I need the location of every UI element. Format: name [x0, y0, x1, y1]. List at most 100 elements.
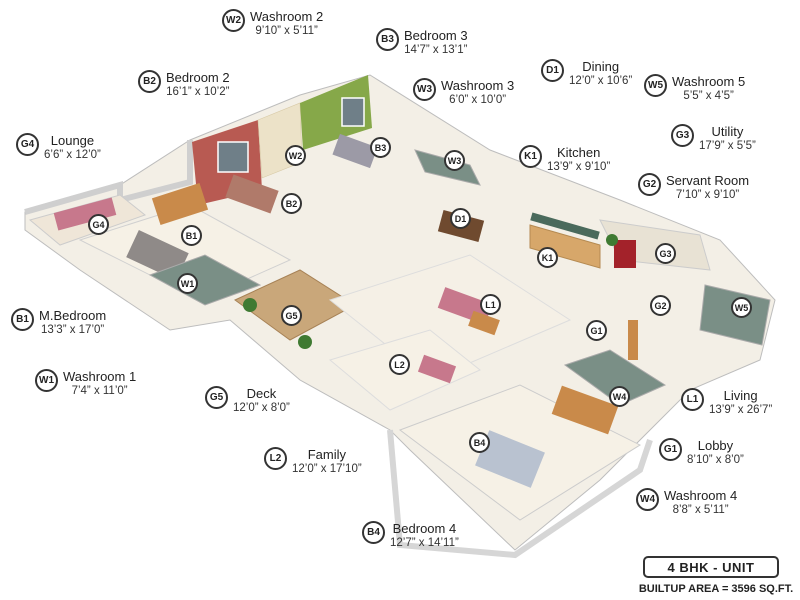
- plant-family: [298, 335, 312, 349]
- plan-badge-w4: W4: [609, 386, 630, 407]
- plan-badge-b4: B4: [469, 432, 490, 453]
- room-dimensions: 12’0” x 10’6”: [569, 75, 633, 87]
- plan-badge-w5: W5: [731, 297, 752, 318]
- legend-badge: D1: [541, 59, 564, 82]
- bedroom2-bed: [225, 174, 279, 214]
- room-dimensions: 13’3” x 17’0”: [40, 324, 105, 336]
- legend-badge: W2: [222, 9, 245, 32]
- plan-badge-l2: L2: [389, 354, 410, 375]
- fridge: [614, 240, 636, 268]
- legend-badge: G2: [638, 173, 661, 196]
- legend-badge: W1: [35, 369, 58, 392]
- legend-badge: G4: [16, 133, 39, 156]
- room-dimensions: 17’9” x 5’5”: [699, 140, 756, 152]
- room-name: Living: [723, 388, 758, 403]
- room-dimensions: 6’6” x 12’0”: [44, 149, 101, 161]
- plan-badge-w1: W1: [177, 273, 198, 294]
- washroom4-floor: [563, 349, 667, 406]
- plan-badge-g3: G3: [655, 243, 676, 264]
- plan-badge-b3: B3: [370, 137, 391, 158]
- plan-badge-d1: D1: [450, 208, 471, 229]
- builtup-area: BUILTUP AREA = 3596 SQ.FT.: [638, 583, 794, 595]
- plan-badge-w2: W2: [285, 145, 306, 166]
- bedroom4-bed: [475, 430, 545, 488]
- plan-badge-g1: G1: [586, 320, 607, 341]
- room-name: Bedroom 2: [166, 70, 230, 85]
- legend-badge: W5: [644, 74, 667, 97]
- legend-badge: W3: [413, 78, 436, 101]
- legend-badge: L2: [264, 447, 287, 470]
- room-dimensions: 12’0” x 8’0”: [233, 402, 290, 414]
- legend-badge: B4: [362, 521, 385, 544]
- plant-deck: [243, 298, 257, 312]
- room-dimensions: 13’9” x 26’7”: [709, 404, 773, 416]
- room-dimensions: 5’5” x 4’5”: [683, 90, 734, 102]
- room-name: Deck: [246, 386, 277, 401]
- room-dimensions: 12’0” x 17’10”: [292, 463, 362, 475]
- room-dimensions: 16’1” x 10’2”: [166, 86, 230, 98]
- room-dimensions: 8’8” x 5’11”: [672, 504, 729, 516]
- lobby-door: [628, 320, 638, 360]
- legend-badge: B1: [11, 308, 34, 331]
- room-name: Bedroom 3: [404, 28, 468, 43]
- window-b3: [341, 97, 365, 127]
- kitchen-counter: [529, 224, 601, 269]
- room-dimensions: 14’7” x 13’1”: [404, 44, 468, 56]
- room-dimensions: 9’10” x 5’11”: [255, 25, 318, 37]
- plan-badge-b2: B2: [281, 193, 302, 214]
- bedroom3-accent-wall: [300, 75, 372, 150]
- room-name: Bedroom 4: [392, 521, 457, 536]
- legend-badge: L1: [681, 388, 704, 411]
- room-dimensions: 8’10” x 8’0”: [687, 454, 744, 466]
- legend-badge: G1: [659, 438, 682, 461]
- bedroom3-bed: [332, 133, 378, 169]
- room-name: Washroom 4: [664, 488, 738, 503]
- legend-badge: G3: [671, 124, 694, 147]
- plan-badge-w3: W3: [444, 150, 465, 171]
- legend-badge: B2: [138, 70, 161, 93]
- plan-badge-g2: G2: [650, 295, 671, 316]
- legend-badge: B3: [376, 28, 399, 51]
- plan-badge-g4: G4: [88, 214, 109, 235]
- window-b2: [217, 141, 249, 173]
- family-sofa: [417, 354, 457, 384]
- room-dimensions: 12’7” x 14’11”: [390, 537, 459, 549]
- room-name: Utility: [711, 124, 744, 139]
- room-name: Washroom 5: [672, 74, 746, 89]
- plan-badge-k1: K1: [537, 247, 558, 268]
- room-name: M.Bedroom: [39, 308, 107, 323]
- lounge-sofa: [53, 197, 117, 231]
- plan-badge-l1: L1: [480, 294, 501, 315]
- room-name: Washroom 2: [250, 9, 324, 24]
- legend-badge: G5: [205, 386, 228, 409]
- room-name: Family: [307, 447, 346, 462]
- room-name: Servant Room: [666, 173, 750, 188]
- bedroom4-wall: [387, 429, 653, 559]
- unit-type-box: 4 BHK - UNIT: [643, 556, 779, 578]
- kitchen-countertop: [530, 212, 600, 240]
- room-name: Lobby: [697, 438, 734, 453]
- room-dimensions: 7’10” x 9’10”: [675, 189, 740, 201]
- plan-badge-b1: B1: [181, 225, 202, 246]
- legend-badge: K1: [519, 145, 542, 168]
- room-name: Kitchen: [556, 145, 601, 160]
- m-bedroom-wardrobe: [151, 182, 209, 226]
- room-name: Dining: [582, 59, 620, 74]
